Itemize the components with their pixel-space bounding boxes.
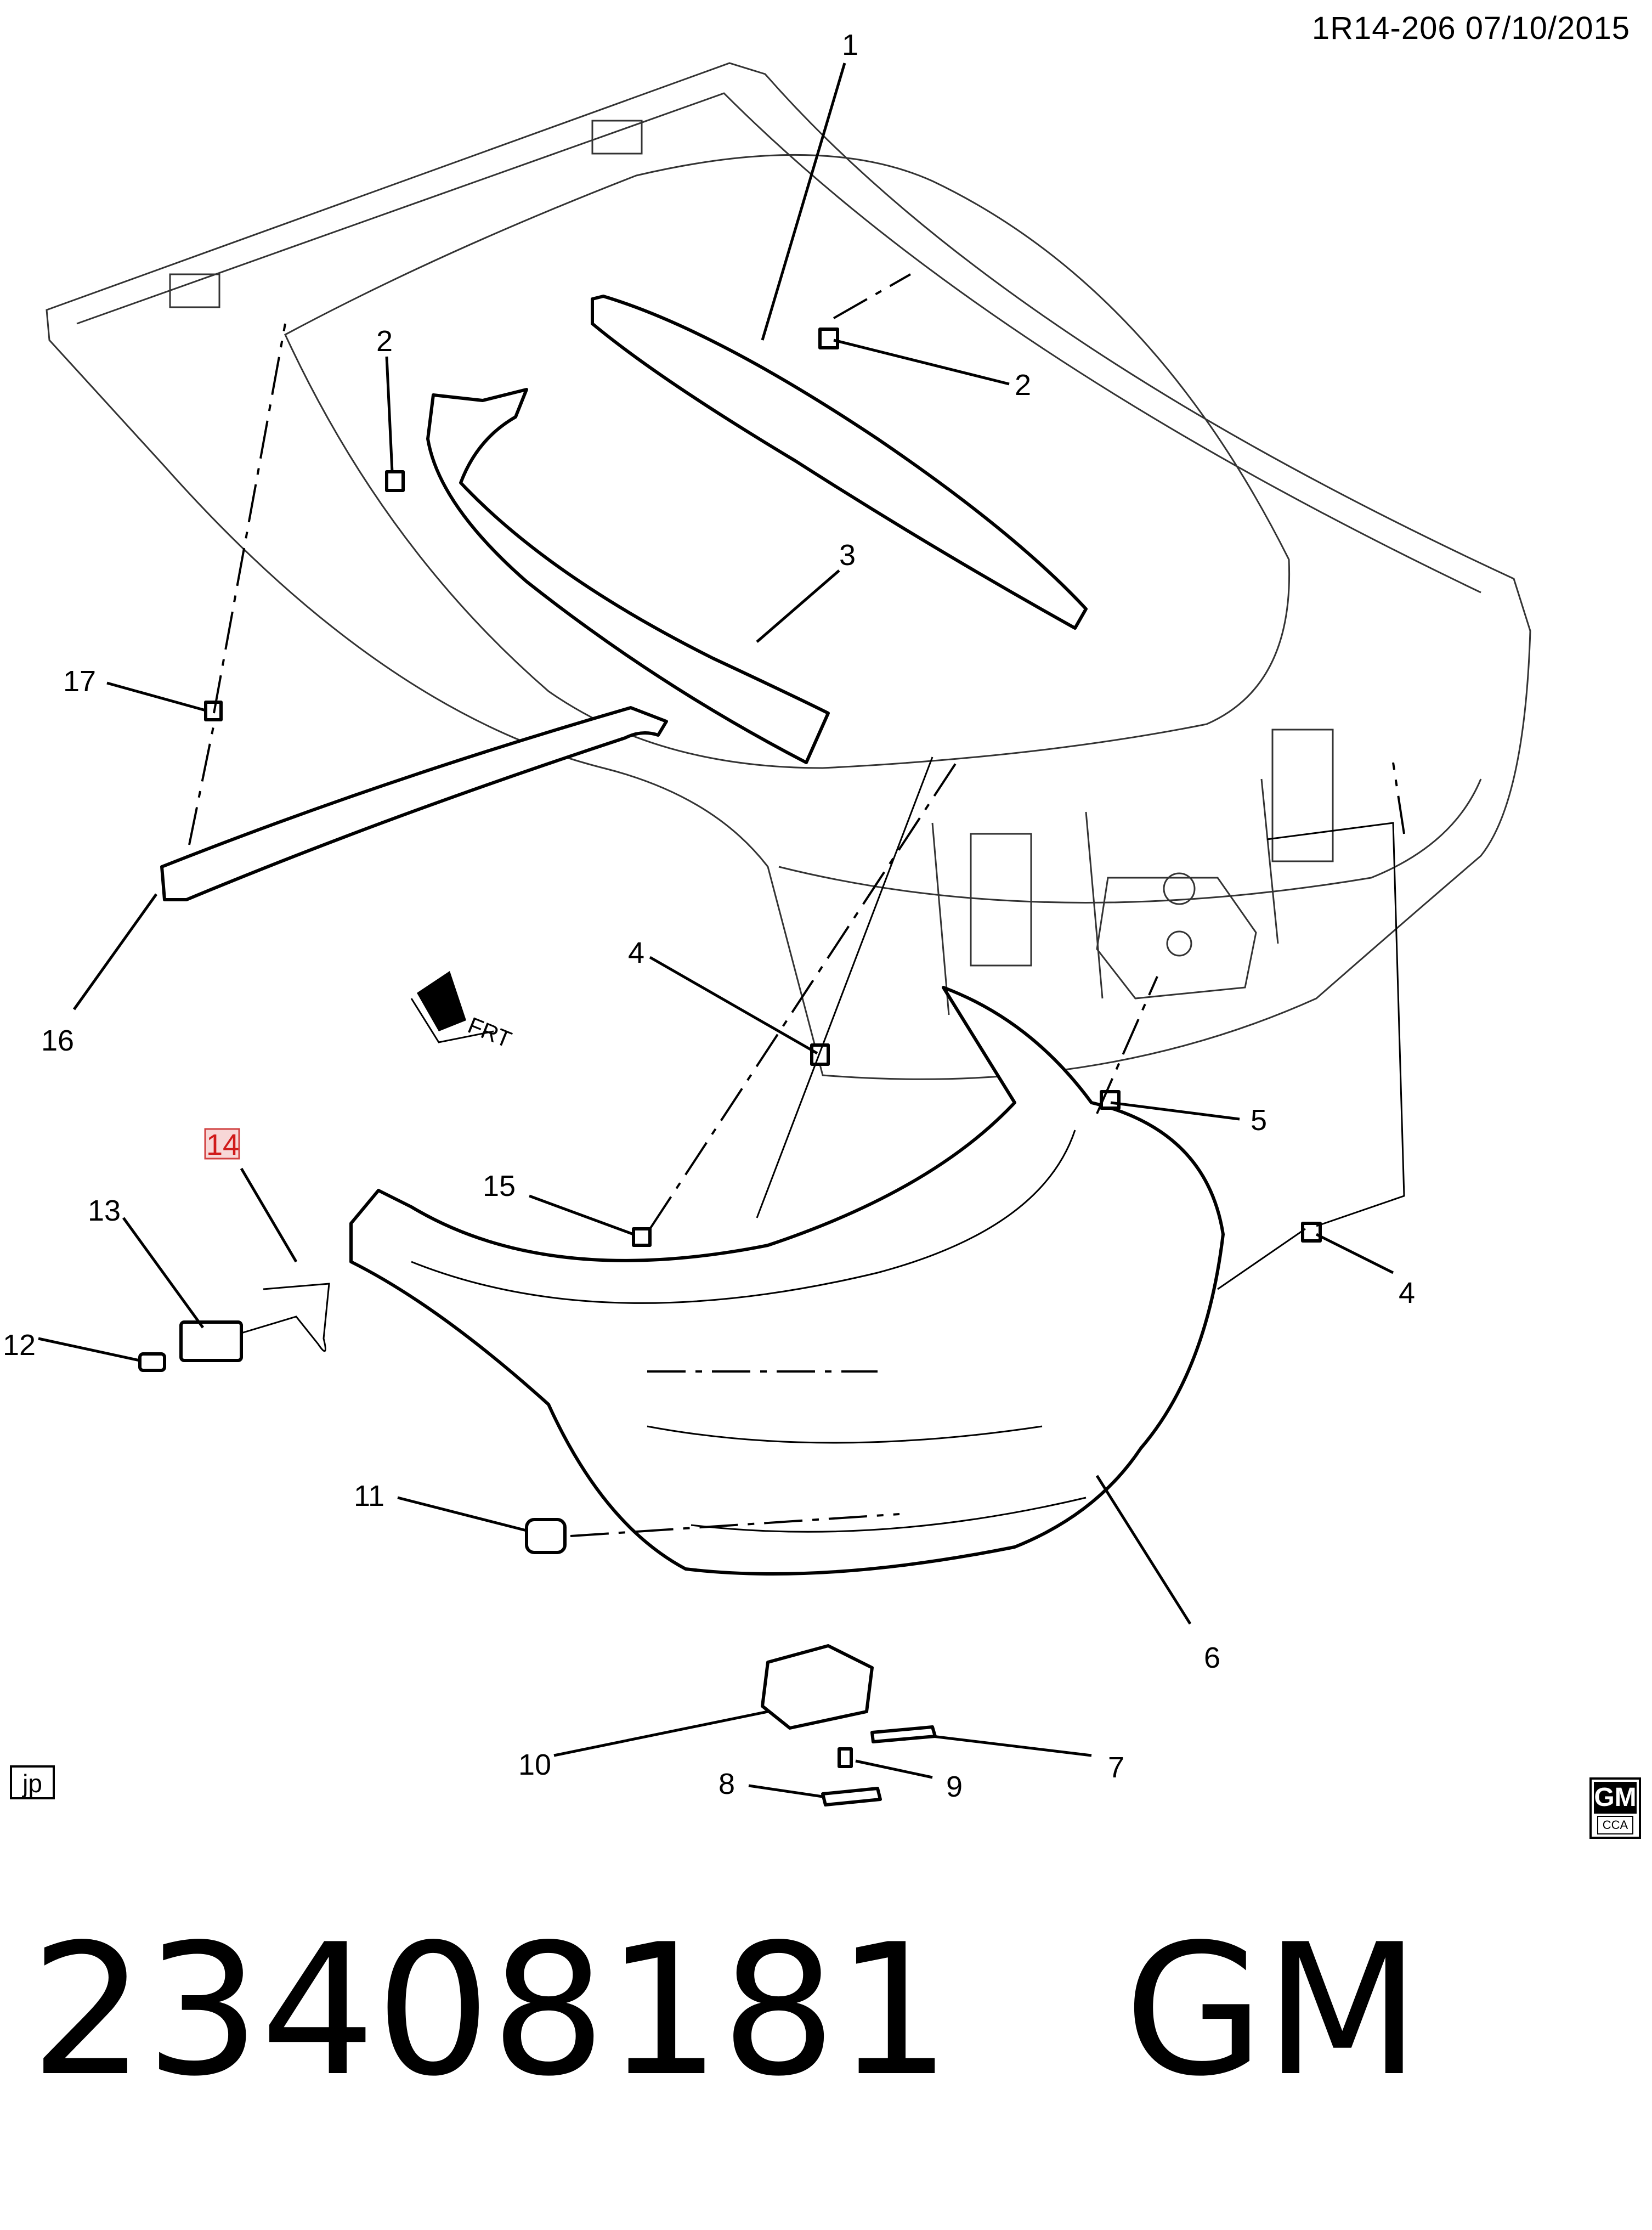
part-13-switch xyxy=(179,1320,243,1362)
front-label: FRT xyxy=(465,1012,516,1053)
callout-10: 10 xyxy=(518,1748,551,1781)
front-direction-indicator: FRT xyxy=(410,971,516,1053)
part-9-screw xyxy=(838,1747,853,1768)
callout-9: 9 xyxy=(946,1770,963,1803)
callout-15: 15 xyxy=(483,1170,516,1202)
callout-3: 3 xyxy=(839,539,856,572)
callout-6: 6 xyxy=(1204,1641,1220,1674)
callout-1: 1 xyxy=(842,29,858,61)
callout-4-right: 4 xyxy=(1399,1277,1415,1309)
diagram-code-date: 1R14-206 07/10/2015 xyxy=(1311,10,1630,46)
gm-logo-sub: CCA xyxy=(1597,1816,1633,1834)
brand-name: GM xyxy=(1124,1905,1421,2116)
callout-16: 16 xyxy=(41,1024,74,1057)
callout-14: 14 xyxy=(206,1128,239,1161)
part-3-pillar-trim xyxy=(426,388,830,764)
callout-4-upper: 4 xyxy=(628,936,644,969)
part-2-clip-left xyxy=(385,470,405,492)
part-1-upper-side-trim xyxy=(591,295,1088,630)
liftgate-body xyxy=(46,62,1531,1080)
gm-logo-icon: GM CCA xyxy=(1589,1777,1641,1839)
part-10-lamp-housing xyxy=(761,1644,874,1730)
part-6-lower-trim-panel xyxy=(349,986,1225,1576)
callout-2-left: 2 xyxy=(376,325,393,358)
jp-badge: jp xyxy=(10,1765,55,1799)
part-4-clip-upper xyxy=(810,1043,830,1066)
callout-7: 7 xyxy=(1108,1751,1124,1784)
callout-labels: 1 2 2 3 17 16 4 5 4 15 14 13 12 11 6 10 … xyxy=(3,29,1415,1803)
part-11-grommet xyxy=(525,1518,567,1554)
bracket-line-part-4 xyxy=(756,756,1405,1290)
callout-11: 11 xyxy=(354,1480,384,1512)
callout-14-highlight xyxy=(204,1128,240,1160)
callout-17: 17 xyxy=(63,665,96,698)
alignment-lines xyxy=(188,273,1405,1537)
leader-lines xyxy=(38,63,1394,1798)
part-12-plug xyxy=(138,1352,166,1372)
part-15-clip xyxy=(632,1227,652,1247)
gm-logo-mark: GM xyxy=(1594,1782,1637,1814)
callout-12: 12 xyxy=(3,1329,36,1362)
part-2-clip-right xyxy=(818,328,839,349)
part-8-clip xyxy=(821,1787,882,1806)
front-arrow-icon xyxy=(417,971,466,1031)
part-7-pin xyxy=(870,1725,937,1743)
part-number-footer: 23408181 GM xyxy=(30,1920,1421,2101)
callout-5: 5 xyxy=(1251,1104,1267,1137)
callout-13: 13 xyxy=(88,1194,121,1227)
part-14-wire-harness xyxy=(241,1283,330,1352)
part-number: 23408181 xyxy=(30,1905,952,2116)
callout-2-right: 2 xyxy=(1015,369,1031,402)
part-16-upper-trim-panel xyxy=(160,706,668,901)
callout-8: 8 xyxy=(718,1768,735,1800)
part-6-inner-contour xyxy=(411,1130,1087,1533)
